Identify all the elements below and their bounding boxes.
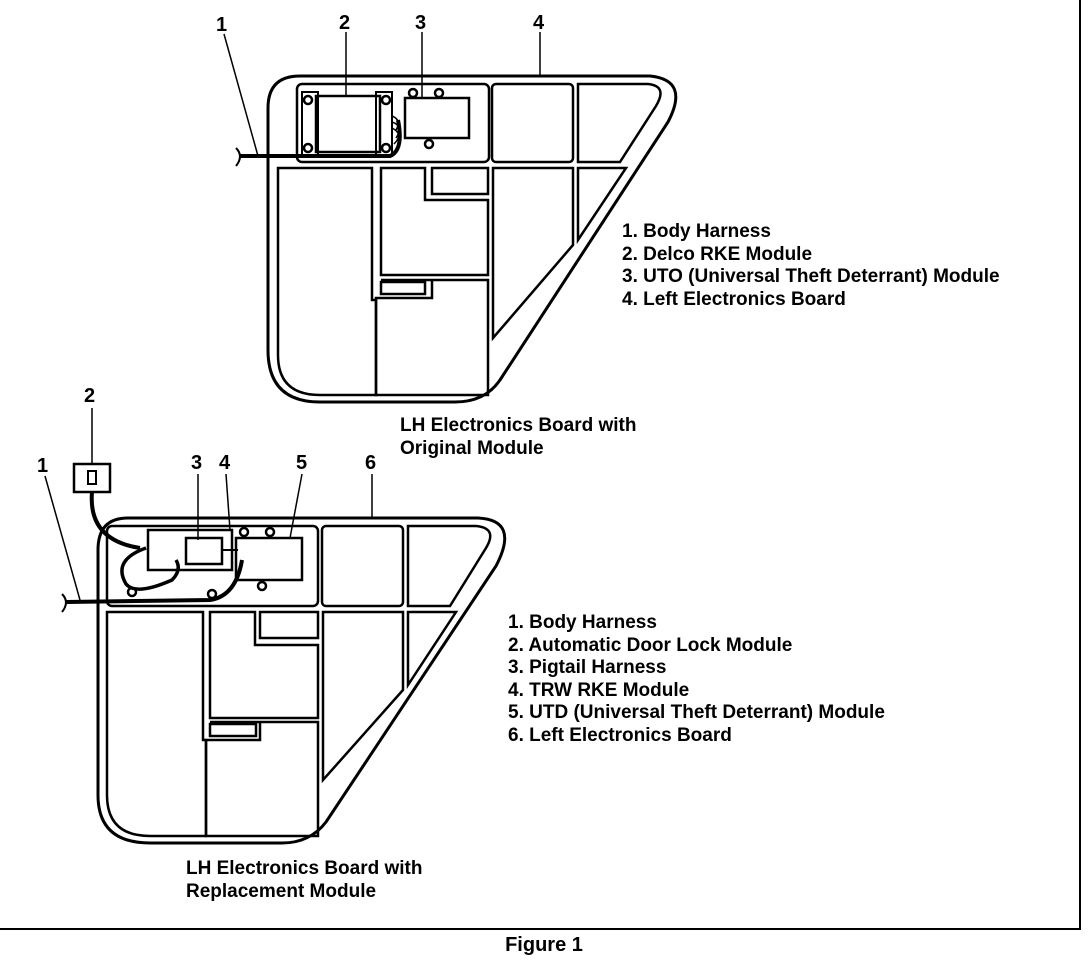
bottom-utd-module bbox=[234, 526, 304, 592]
bottom-pigtail-harness bbox=[184, 536, 238, 566]
bottom-callout-1: 1 bbox=[37, 455, 48, 477]
top-callout-2: 2 bbox=[339, 12, 350, 34]
figure-frame bbox=[0, 0, 1081, 930]
legend-item: 3. UTO (Universal Theft Deterrant) Modul… bbox=[622, 266, 1000, 287]
legend-item: 4. TRW RKE Module bbox=[508, 679, 690, 701]
caption-line: LH Electronics Board with bbox=[186, 858, 423, 879]
legend-item: 6. Left Electronics Board bbox=[508, 724, 732, 746]
caption-line: Replacement Module bbox=[186, 881, 377, 902]
caption-line: Original Module bbox=[400, 438, 544, 459]
legend-item: 2. Delco RKE Module bbox=[622, 243, 813, 265]
top-callout-4: 4 bbox=[533, 12, 545, 34]
figure-caption: Figure 1 bbox=[505, 934, 583, 956]
legend-item: 4. Left Electronics Board bbox=[622, 288, 846, 310]
bottom-electronics-board bbox=[61, 516, 507, 845]
bottom-legend: 1. Body Harness 2. Automatic Door Lock M… bbox=[508, 612, 885, 747]
top-callout-leaders bbox=[223, 32, 541, 157]
bottom-door-lock-module bbox=[72, 462, 141, 550]
top-electronics-board bbox=[235, 74, 678, 404]
top-legend: 1. Body Harness 2. Delco RKE Module 3. U… bbox=[622, 221, 1000, 311]
bottom-callout-3: 3 bbox=[191, 452, 202, 474]
legend-item: 1. Body Harness bbox=[622, 221, 771, 242]
top-callout-1: 1 bbox=[216, 14, 227, 36]
top-uto-module bbox=[403, 87, 471, 150]
legend-item: 5. UTD (Universal Theft Deterrant) Modul… bbox=[508, 702, 885, 723]
top-callout-3: 3 bbox=[415, 12, 426, 34]
top-delco-rke-module bbox=[301, 91, 400, 157]
bottom-board-caption: LH Electronics Board with Replacement Mo… bbox=[186, 857, 422, 903]
caption-line: LH Electronics Board with bbox=[400, 415, 637, 436]
top-board-caption: LH Electronics Board with Original Modul… bbox=[400, 414, 636, 460]
bottom-callout-6: 6 bbox=[365, 452, 376, 474]
legend-item: 2. Automatic Door Lock Module bbox=[508, 634, 793, 656]
bottom-callout-2: 2 bbox=[84, 385, 95, 407]
bottom-callout-4: 4 bbox=[219, 452, 231, 474]
bottom-callout-leaders bbox=[44, 408, 373, 601]
legend-item: 3. Pigtail Harness bbox=[508, 657, 667, 678]
bottom-callout-5: 5 bbox=[296, 452, 307, 474]
legend-item: 1. Body Harness bbox=[508, 612, 657, 633]
